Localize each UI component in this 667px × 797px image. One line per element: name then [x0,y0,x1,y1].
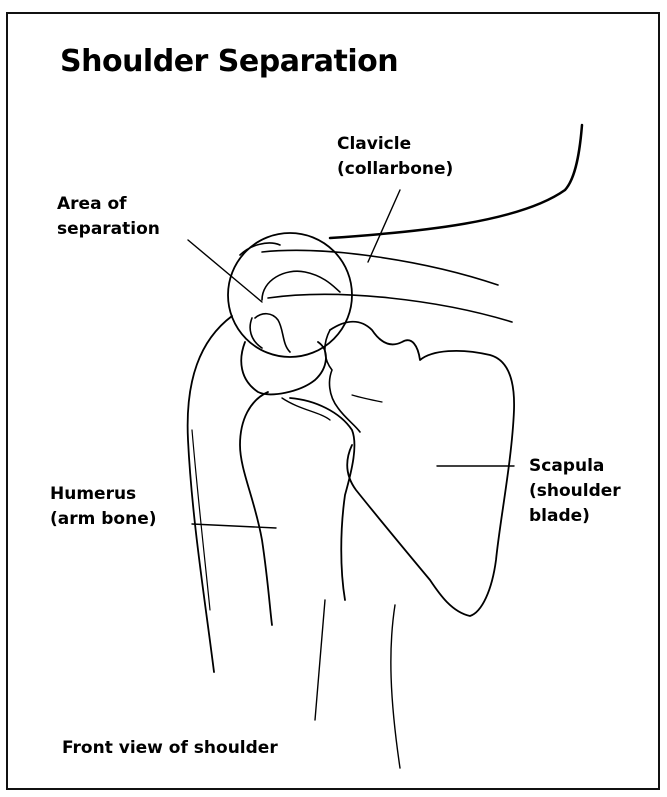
separation-leader-line [188,240,262,302]
clavicle-label-line1: Clavicle [337,132,453,157]
humerus-label-line1: Humerus [50,482,157,507]
scapula-label-line1: Scapula [529,454,621,479]
clavicle-label-line2: (collarbone) [337,157,453,182]
arm-outline [188,316,232,672]
humerus-bone [240,342,354,720]
diagram-caption: Front view of shoulder [62,738,278,758]
separation-label: Area of separation [57,192,160,242]
separation-label-line2: separation [57,217,160,242]
scapula-label-line3: blade) [529,504,621,529]
humerus-label: Humerus (arm bone) [50,482,157,532]
humerus-label-line2: (arm bone) [50,507,157,532]
clavicle-leader-line [368,190,400,262]
humerus-leader-line [192,524,276,528]
scapula-bone [325,322,514,768]
scapula-label-line2: (shoulder [529,479,621,504]
scapula-label: Scapula (shoulder blade) [529,454,621,529]
clavicle-label: Clavicle (collarbone) [337,132,453,182]
separation-label-line1: Area of [57,192,160,217]
acromion [240,243,290,352]
